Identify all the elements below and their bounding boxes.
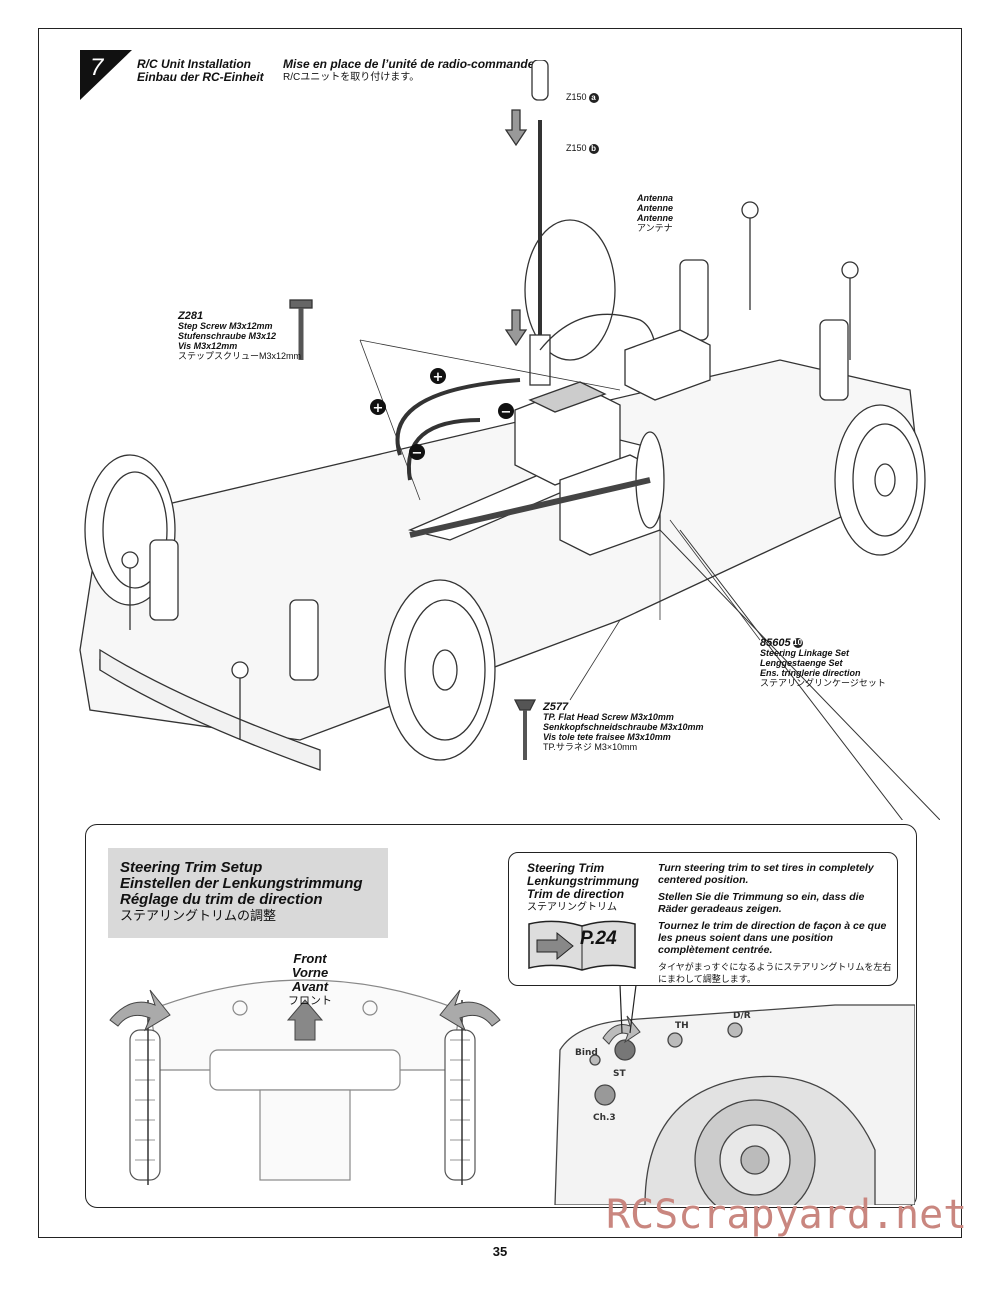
step-title-en: R/C Unit Installation Einbau der RC-Einh… bbox=[137, 58, 264, 84]
z577-jp: TP.サラネジ M3×10mm bbox=[543, 742, 638, 752]
z281-label: Z281 Step Screw M3x12mm Stufenschraube M… bbox=[178, 310, 302, 362]
step-number: 7 bbox=[90, 54, 104, 81]
step-title-fr-text: Mise en place de l’unité de radio-comman… bbox=[283, 57, 535, 71]
p85605-jp: ステアリングリンケージセット bbox=[760, 678, 886, 689]
callout-text-de: Stellen Sie die Trimmung so ein, dass di… bbox=[658, 891, 865, 915]
page-ref-book-icon bbox=[528, 920, 636, 971]
p85605-mark: 10 bbox=[792, 638, 803, 649]
step-title-jp: R/Cユニットを取り付けます。 bbox=[283, 72, 420, 83]
antenna-jp: アンテナ bbox=[637, 223, 673, 233]
callout-title-en: Steering Trim bbox=[527, 861, 605, 875]
tx-ch3-label: Ch.3 bbox=[593, 1113, 616, 1123]
z281-code: Z281 bbox=[178, 310, 204, 322]
part-z150b-code: Z150 bbox=[566, 143, 587, 153]
callout-pointer bbox=[619, 985, 637, 1034]
callout-title-fr: Trim de direction bbox=[527, 887, 625, 901]
tx-st-label: ST bbox=[613, 1069, 626, 1079]
trim-setup-fr: Réglage du trim de direction bbox=[120, 891, 323, 908]
page-frame bbox=[38, 28, 962, 1238]
p85605-code: 85605 bbox=[760, 637, 791, 649]
callout-title-de: Lenkungstrimmung bbox=[527, 874, 640, 888]
trim-callout-title: Steering Trim Lenkungstrimmung Trim de d… bbox=[527, 862, 639, 914]
step-title-fr: Mise en place de l’unité de radio-comman… bbox=[283, 58, 534, 84]
trim-setup-de: Einstellen der Lenkungstrimmung bbox=[120, 875, 363, 892]
trim-callout-text: Turn steering trim to set tires in compl… bbox=[658, 862, 893, 990]
z577-fr: Vis tole tete fraisee M3x10mm bbox=[543, 732, 671, 742]
z577-en: TP. Flat Head Screw M3x10mm bbox=[543, 712, 674, 722]
trim-setup-jp: ステアリングトリムの調整 bbox=[120, 908, 277, 923]
front-jp: フロント bbox=[288, 995, 332, 1007]
polarity-minus-2: − bbox=[412, 446, 423, 461]
antenna-fr: Antenne bbox=[637, 213, 673, 223]
front-chassis-diagram bbox=[109, 979, 501, 1185]
z577-label: Z577 TP. Flat Head Screw M3x10mm Senkkop… bbox=[543, 701, 704, 753]
p85605-de: Lenggestaenge Set bbox=[760, 658, 843, 669]
callout-text-en: Turn steering trim to set tires in compl… bbox=[658, 862, 874, 886]
front-fr: Avant bbox=[291, 979, 329, 994]
z281-fr: Vis M3x12mm bbox=[178, 341, 238, 351]
step-title-en-2: Einbau der RC-Einheit bbox=[137, 70, 264, 84]
page-ref: P.24 bbox=[580, 928, 617, 949]
antenna-en: Antenna bbox=[637, 193, 673, 203]
transmitter-diagram: ST TH D/R Ch.3 Bind bbox=[554, 1004, 915, 1205]
z577-de: Senkkopfschneidschraube M3x10mm bbox=[543, 722, 704, 732]
polarity-minus-1: − bbox=[501, 405, 512, 420]
watermark: RCScrapyard.net bbox=[606, 1192, 968, 1238]
z281-de: Stufenschraube M3x12 bbox=[178, 331, 277, 341]
part-z150a-mark: a bbox=[588, 92, 599, 103]
tx-bind-label: Bind bbox=[575, 1048, 598, 1058]
z281-en: Step Screw M3x12mm bbox=[178, 321, 273, 331]
polarity-plus-1: + bbox=[373, 401, 384, 416]
trim-setup-en: Steering Trim Setup bbox=[120, 859, 263, 876]
chassis-diagram: + + − − bbox=[79, 60, 940, 820]
front-de: Vorne bbox=[291, 965, 329, 980]
callout-text-fr: Tournez le trim de direction de façon à … bbox=[658, 920, 887, 956]
tx-dr-label: D/R bbox=[733, 1011, 751, 1021]
callout-title-jp: ステアリングトリム bbox=[527, 902, 617, 913]
front-en: Front bbox=[293, 951, 327, 966]
z577-code: Z577 bbox=[543, 701, 569, 713]
front-label: Front Vorne Avant フロント bbox=[265, 952, 355, 1008]
z281-jp: ステップスクリューM3x12mm bbox=[178, 351, 302, 361]
p85605-fr: Ens. tringlerie direction bbox=[760, 668, 861, 679]
antenna-label: Antenna Antenne Antenne アンテナ bbox=[637, 193, 673, 233]
part-z150b-mark: b bbox=[588, 143, 599, 154]
step-badge bbox=[80, 50, 132, 100]
part-z150a-code: Z150 bbox=[566, 92, 587, 102]
step-title-en-1: R/C Unit Installation bbox=[137, 57, 251, 71]
p85605-en: Steering Linkage Set bbox=[760, 648, 850, 659]
page-number: 35 bbox=[492, 1244, 508, 1259]
trim-setup-header: Steering Trim Setup Einstellen der Lenku… bbox=[108, 848, 388, 938]
callout-text-jp: タイヤがまっすぐになるようにステアリングトリムを左右にまわして調整します。 bbox=[658, 962, 892, 984]
antenna-de: Antenne bbox=[637, 203, 673, 213]
polarity-plus-2: + bbox=[433, 370, 444, 385]
tx-th-label: TH bbox=[675, 1021, 689, 1031]
